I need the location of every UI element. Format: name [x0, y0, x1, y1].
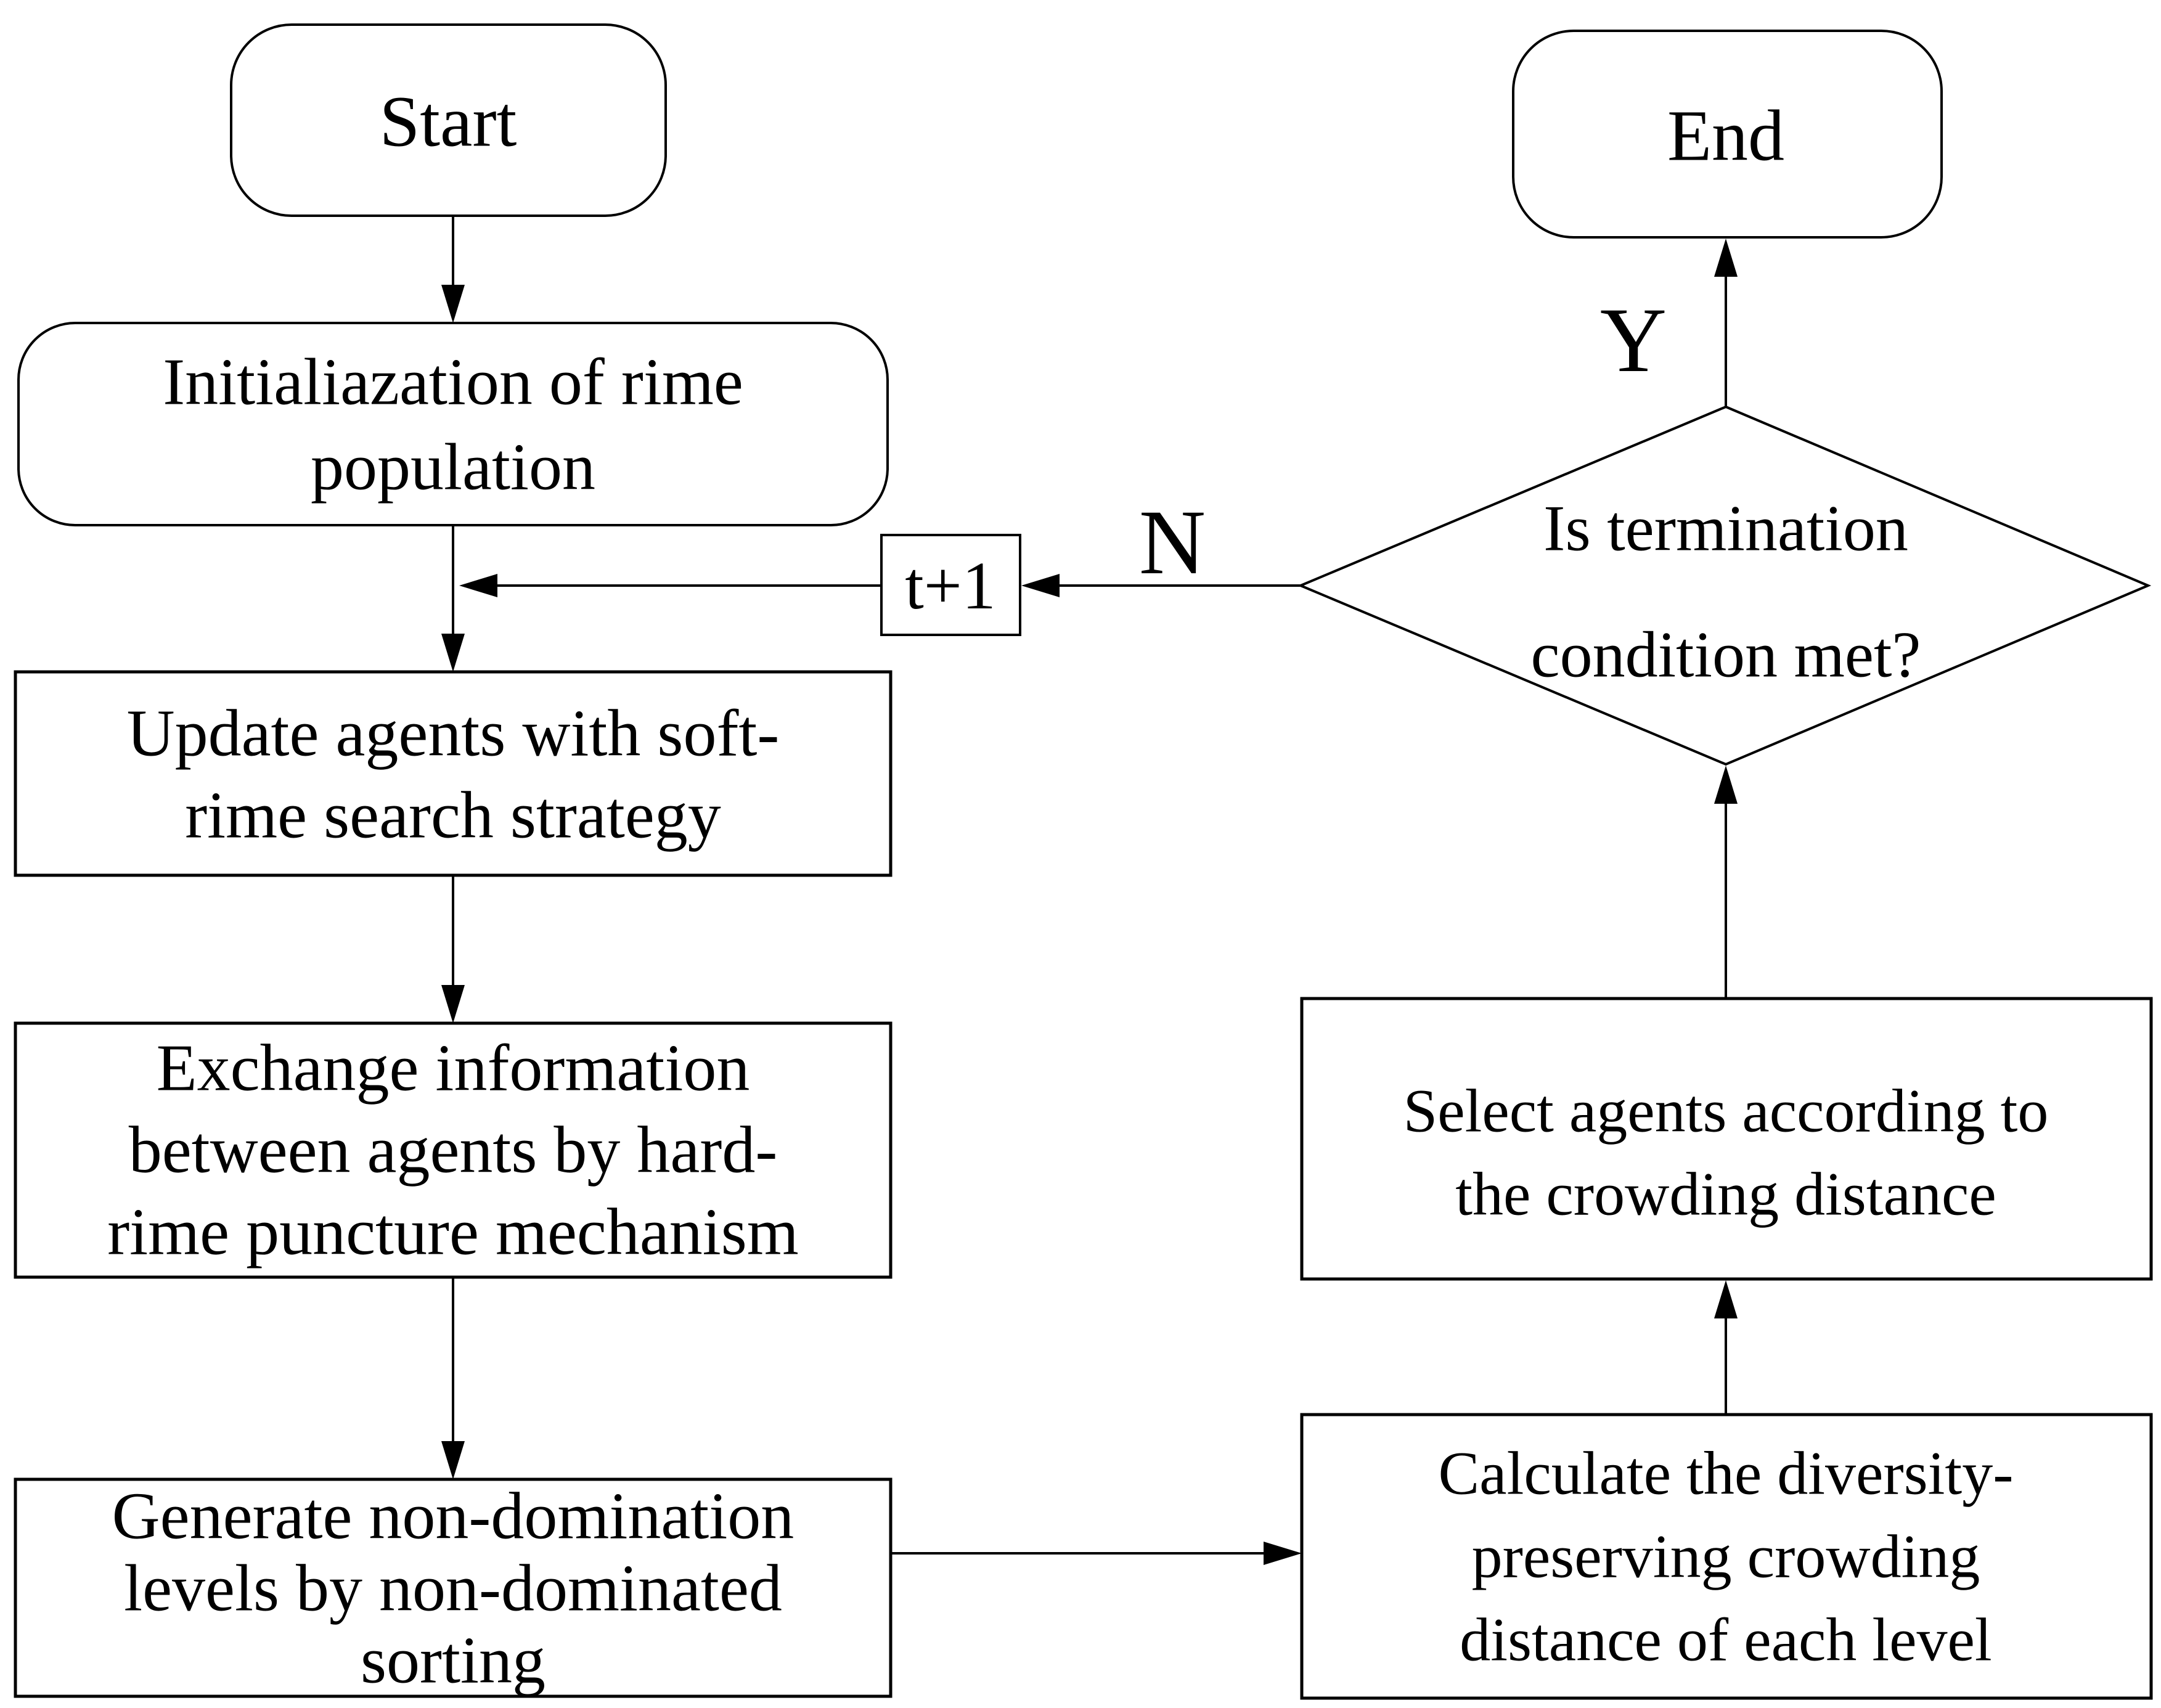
exchange-shape — [14, 1021, 893, 1279]
init-shape — [17, 322, 889, 526]
start-node: Start — [230, 23, 667, 217]
decision-label-line1: Is termination — [1543, 492, 1908, 565]
edges — [441, 216, 1738, 1565]
arrowhead-generate-to-calculate — [1264, 1542, 1302, 1565]
calculate-label-line1: Calculate the diversity- — [1438, 1439, 2013, 1508]
update-shape — [14, 670, 893, 877]
select-shape — [1300, 997, 2153, 1281]
exchange-node: Exchange information between agents by h… — [14, 1021, 893, 1279]
end-node: End — [1512, 30, 1943, 239]
init-node: Initialiazation of rime population — [17, 322, 889, 526]
calculate-label-line2: preserving crowding — [1472, 1522, 1980, 1591]
arrowhead-select-to-decision — [1714, 766, 1738, 804]
arrowhead-tplus1-to-junction — [459, 574, 497, 597]
exchange-label-line3: rime puncture mechanism — [107, 1196, 799, 1269]
select-node: Select agents according to the crowding … — [1300, 997, 2153, 1281]
update-label-line1: Update agents with soft- — [127, 697, 780, 770]
select-label-line2: the crowding distance — [1455, 1160, 1996, 1228]
end-shape — [1512, 30, 1943, 239]
update-label-line2: rime search strategy — [185, 779, 721, 852]
generate-label-line2: levels by non-dominated — [124, 1552, 782, 1625]
generate-label-line3: sorting — [361, 1624, 545, 1698]
arrowhead-exchange-to-generate — [441, 1441, 465, 1479]
t-plus-1-node: t+1 — [880, 534, 1021, 636]
t-plus-1-label: t+1 — [905, 548, 996, 623]
arrowhead-init-to-update — [441, 634, 465, 672]
calculate-node: Calculate the diversity- preserving crow… — [1300, 1413, 2153, 1700]
decision-label-line2: condition met? — [1531, 619, 1921, 691]
exchange-label-line2: between agents by hard- — [129, 1114, 778, 1187]
decision-node: Is termination condition met? — [1297, 405, 2152, 766]
start-label: Start — [380, 81, 517, 162]
arrowhead-start-to-init — [441, 285, 465, 323]
arrowhead-calculate-to-select — [1714, 1280, 1738, 1318]
generate-shape — [14, 1477, 893, 1698]
branch-label-yes: Y — [1600, 289, 1667, 391]
start-shape — [230, 23, 667, 217]
arrowhead-update-to-exchange — [441, 985, 465, 1023]
init-label-line2: population — [311, 431, 595, 504]
end-label: End — [1667, 96, 1784, 176]
init-label-line1: Initialiazation of rime — [163, 346, 743, 419]
t-plus-1-shape — [880, 534, 1021, 636]
decision-shape — [1297, 405, 2152, 766]
calculate-shape — [1300, 1413, 2153, 1700]
calculate-label-line3: distance of each level — [1460, 1606, 1991, 1674]
select-label-line1: Select agents according to — [1403, 1077, 2049, 1145]
update-node: Update agents with soft- rime search str… — [14, 670, 893, 877]
generate-node: Generate non-domination levels by non-do… — [14, 1477, 893, 1698]
arrowhead-decision-to-tplus1 — [1021, 574, 1060, 597]
generate-label-line1: Generate non-domination — [112, 1480, 795, 1553]
arrowhead-decision-to-end — [1714, 239, 1738, 277]
branch-label-no: N — [1139, 491, 1206, 594]
exchange-label-line1: Exchange information — [157, 1032, 750, 1105]
